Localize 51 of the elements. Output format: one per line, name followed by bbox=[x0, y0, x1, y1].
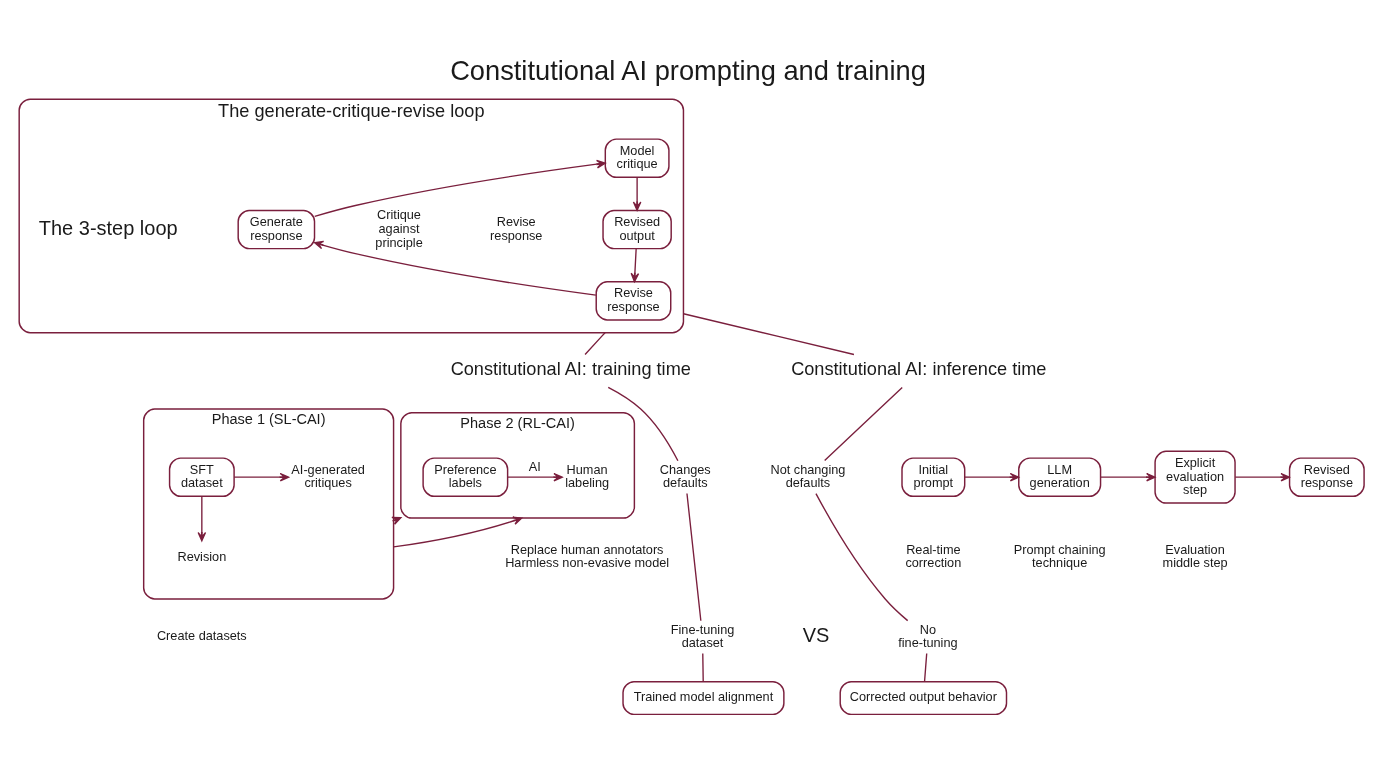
node-box: Trained model alignment bbox=[622, 680, 785, 715]
node-box: Revised response bbox=[1288, 456, 1365, 497]
node-box: Preference labels bbox=[422, 456, 509, 497]
node-text: No fine-tuning bbox=[898, 621, 958, 650]
connector bbox=[923, 652, 928, 682]
arrow bbox=[233, 472, 290, 482]
arrow bbox=[1100, 472, 1156, 482]
node-text: Fine-tuning dataset bbox=[670, 621, 735, 650]
connector bbox=[686, 492, 702, 621]
arrow bbox=[632, 176, 642, 211]
node-label: Prompt chaining technique bbox=[1013, 541, 1106, 570]
connector bbox=[815, 492, 909, 621]
node-text: Revision bbox=[177, 548, 227, 564]
node-text: Not changing defaults bbox=[770, 461, 846, 490]
node-label: Real-time correction bbox=[905, 541, 962, 570]
node-box: Revise response bbox=[595, 280, 672, 321]
node-box: Corrected output behavior bbox=[839, 680, 1008, 715]
node-text: Constitutional AI: inference time bbox=[791, 358, 1047, 379]
node-label: Evaluation middle step bbox=[1162, 541, 1228, 570]
arrow bbox=[507, 472, 563, 482]
connector bbox=[607, 386, 679, 461]
connector bbox=[682, 312, 855, 355]
node-box: SFT dataset bbox=[168, 456, 235, 497]
arrow bbox=[314, 159, 606, 217]
node-box: LLM generation bbox=[1018, 456, 1102, 497]
node-label: Create datasets bbox=[156, 627, 247, 643]
arrow bbox=[197, 495, 207, 541]
node-box: Generate response bbox=[237, 209, 316, 249]
node-label: Harmless non-evasive model bbox=[505, 554, 670, 570]
label: VS bbox=[802, 623, 830, 646]
node-label: Replace human annotators bbox=[510, 541, 664, 557]
node-text: AI-generated critiques bbox=[291, 461, 365, 490]
node-text: Changes defaults bbox=[659, 461, 711, 490]
diagram-title: Constitutional AI prompting and training bbox=[450, 54, 926, 86]
node-box: Revised output bbox=[602, 209, 672, 249]
arrow bbox=[630, 247, 640, 282]
label: Revise response bbox=[490, 213, 543, 243]
node-box: Model critique bbox=[604, 137, 670, 178]
connector bbox=[824, 386, 903, 461]
node-text: Constitutional AI: training time bbox=[450, 358, 691, 379]
label: Critique against principle bbox=[375, 206, 423, 250]
node-text: Human labeling bbox=[565, 461, 610, 490]
node-box: Initial prompt bbox=[901, 456, 966, 497]
arrow bbox=[314, 240, 597, 296]
connector bbox=[702, 652, 704, 682]
connector bbox=[584, 331, 606, 355]
edge-label: AI bbox=[528, 458, 541, 474]
node-box: Explicit evaluation step bbox=[1154, 450, 1236, 504]
arrow bbox=[964, 472, 1020, 482]
arrow bbox=[1234, 472, 1290, 482]
label: The 3-step loop bbox=[38, 216, 178, 239]
